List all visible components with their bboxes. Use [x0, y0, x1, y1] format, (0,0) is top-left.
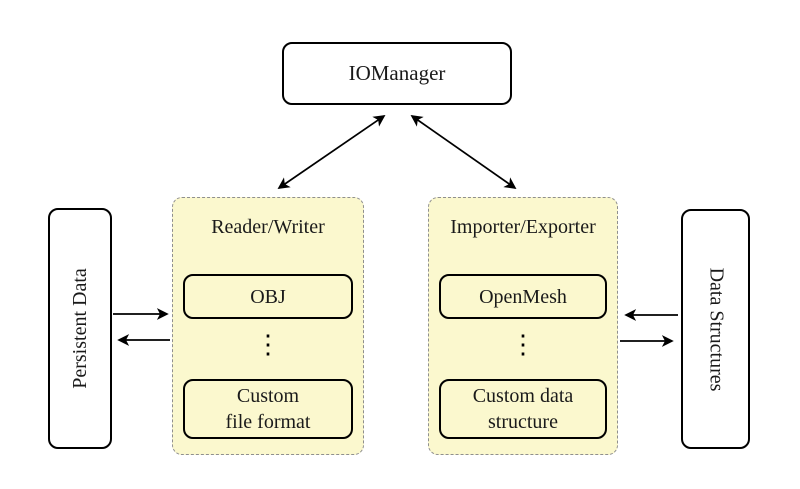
- obj-label: OBJ: [250, 285, 286, 308]
- node-obj: OBJ: [183, 274, 353, 319]
- custom-data-structure-line2: structure: [488, 411, 558, 433]
- node-custom-file-format: Custom file format: [183, 379, 353, 439]
- iomanager-label: IOManager: [348, 61, 446, 85]
- openmesh-label: OpenMesh: [479, 285, 567, 308]
- persistent-data-label: Persistent Data: [68, 268, 91, 389]
- reader-writer-ellipsis: ⋮: [255, 330, 281, 359]
- reader-writer-title: Reader/Writer: [211, 216, 325, 238]
- custom-file-format-line1: Custom: [236, 385, 300, 407]
- arrow-iomanager-importerexporter: [410, 114, 517, 190]
- custom-file-format-line2: file format: [225, 411, 311, 433]
- node-openmesh: OpenMesh: [439, 274, 607, 319]
- importer-exporter-title: Importer/Exporter: [450, 216, 596, 238]
- node-iomanager: IOManager: [282, 42, 512, 105]
- data-structures-label: Data Structures: [705, 267, 728, 391]
- importer-exporter-ellipsis: ⋮: [510, 330, 536, 359]
- custom-data-structure-line1: Custom data: [472, 385, 574, 407]
- node-persistent-data: Persistent Data: [48, 208, 112, 449]
- group-reader-writer: Reader/Writer OBJ ⋮ Custom file format: [172, 197, 364, 455]
- node-data-structures: Data Structures: [681, 209, 750, 449]
- arrow-iomanager-readerwriter: [277, 114, 386, 190]
- group-importer-exporter: Importer/Exporter OpenMesh ⋮ Custom data…: [428, 197, 618, 455]
- node-custom-data-structure: Custom data structure: [439, 379, 607, 439]
